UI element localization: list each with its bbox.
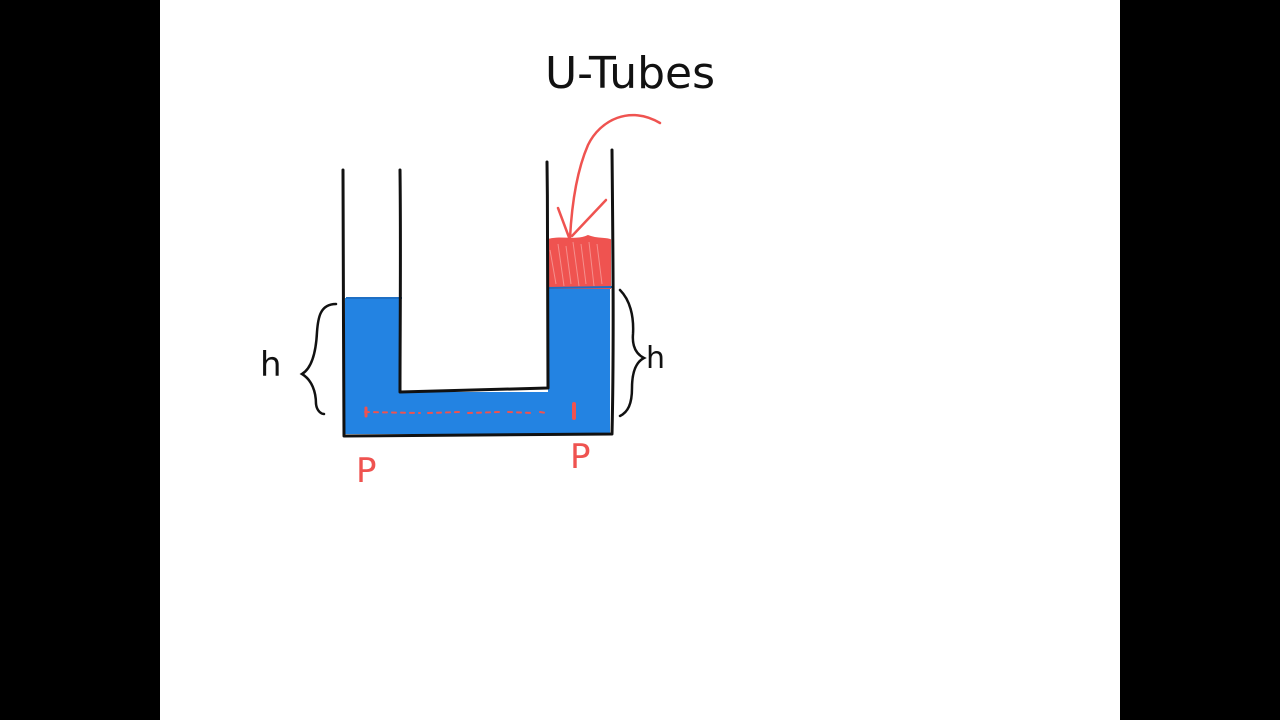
tube-outline-inner [398,160,550,394]
fluid-fill [345,286,610,434]
pressure-level-line [364,411,547,414]
right-fluid-surface [547,286,613,289]
left-height-label: h [260,345,282,385]
added-fluid-scribble [549,241,603,287]
added-fluid-layer [547,234,611,289]
tube-outline-outer [341,148,615,438]
left-pressure-label: P [356,451,377,491]
slide-canvas: U-Tubes h h P P [160,0,1120,720]
right-pressure-label: P [570,437,591,477]
u-tube-diagram: h h P P [260,113,665,491]
page-title: U-Tubes [544,48,716,99]
arrow-head-icon [556,198,608,242]
right-height-label: h [646,341,665,376]
letterbox-left [0,0,160,720]
right-brace [618,288,647,418]
arrow-icon [568,113,662,240]
left-brace [299,302,338,416]
letterbox-right [1120,0,1280,720]
